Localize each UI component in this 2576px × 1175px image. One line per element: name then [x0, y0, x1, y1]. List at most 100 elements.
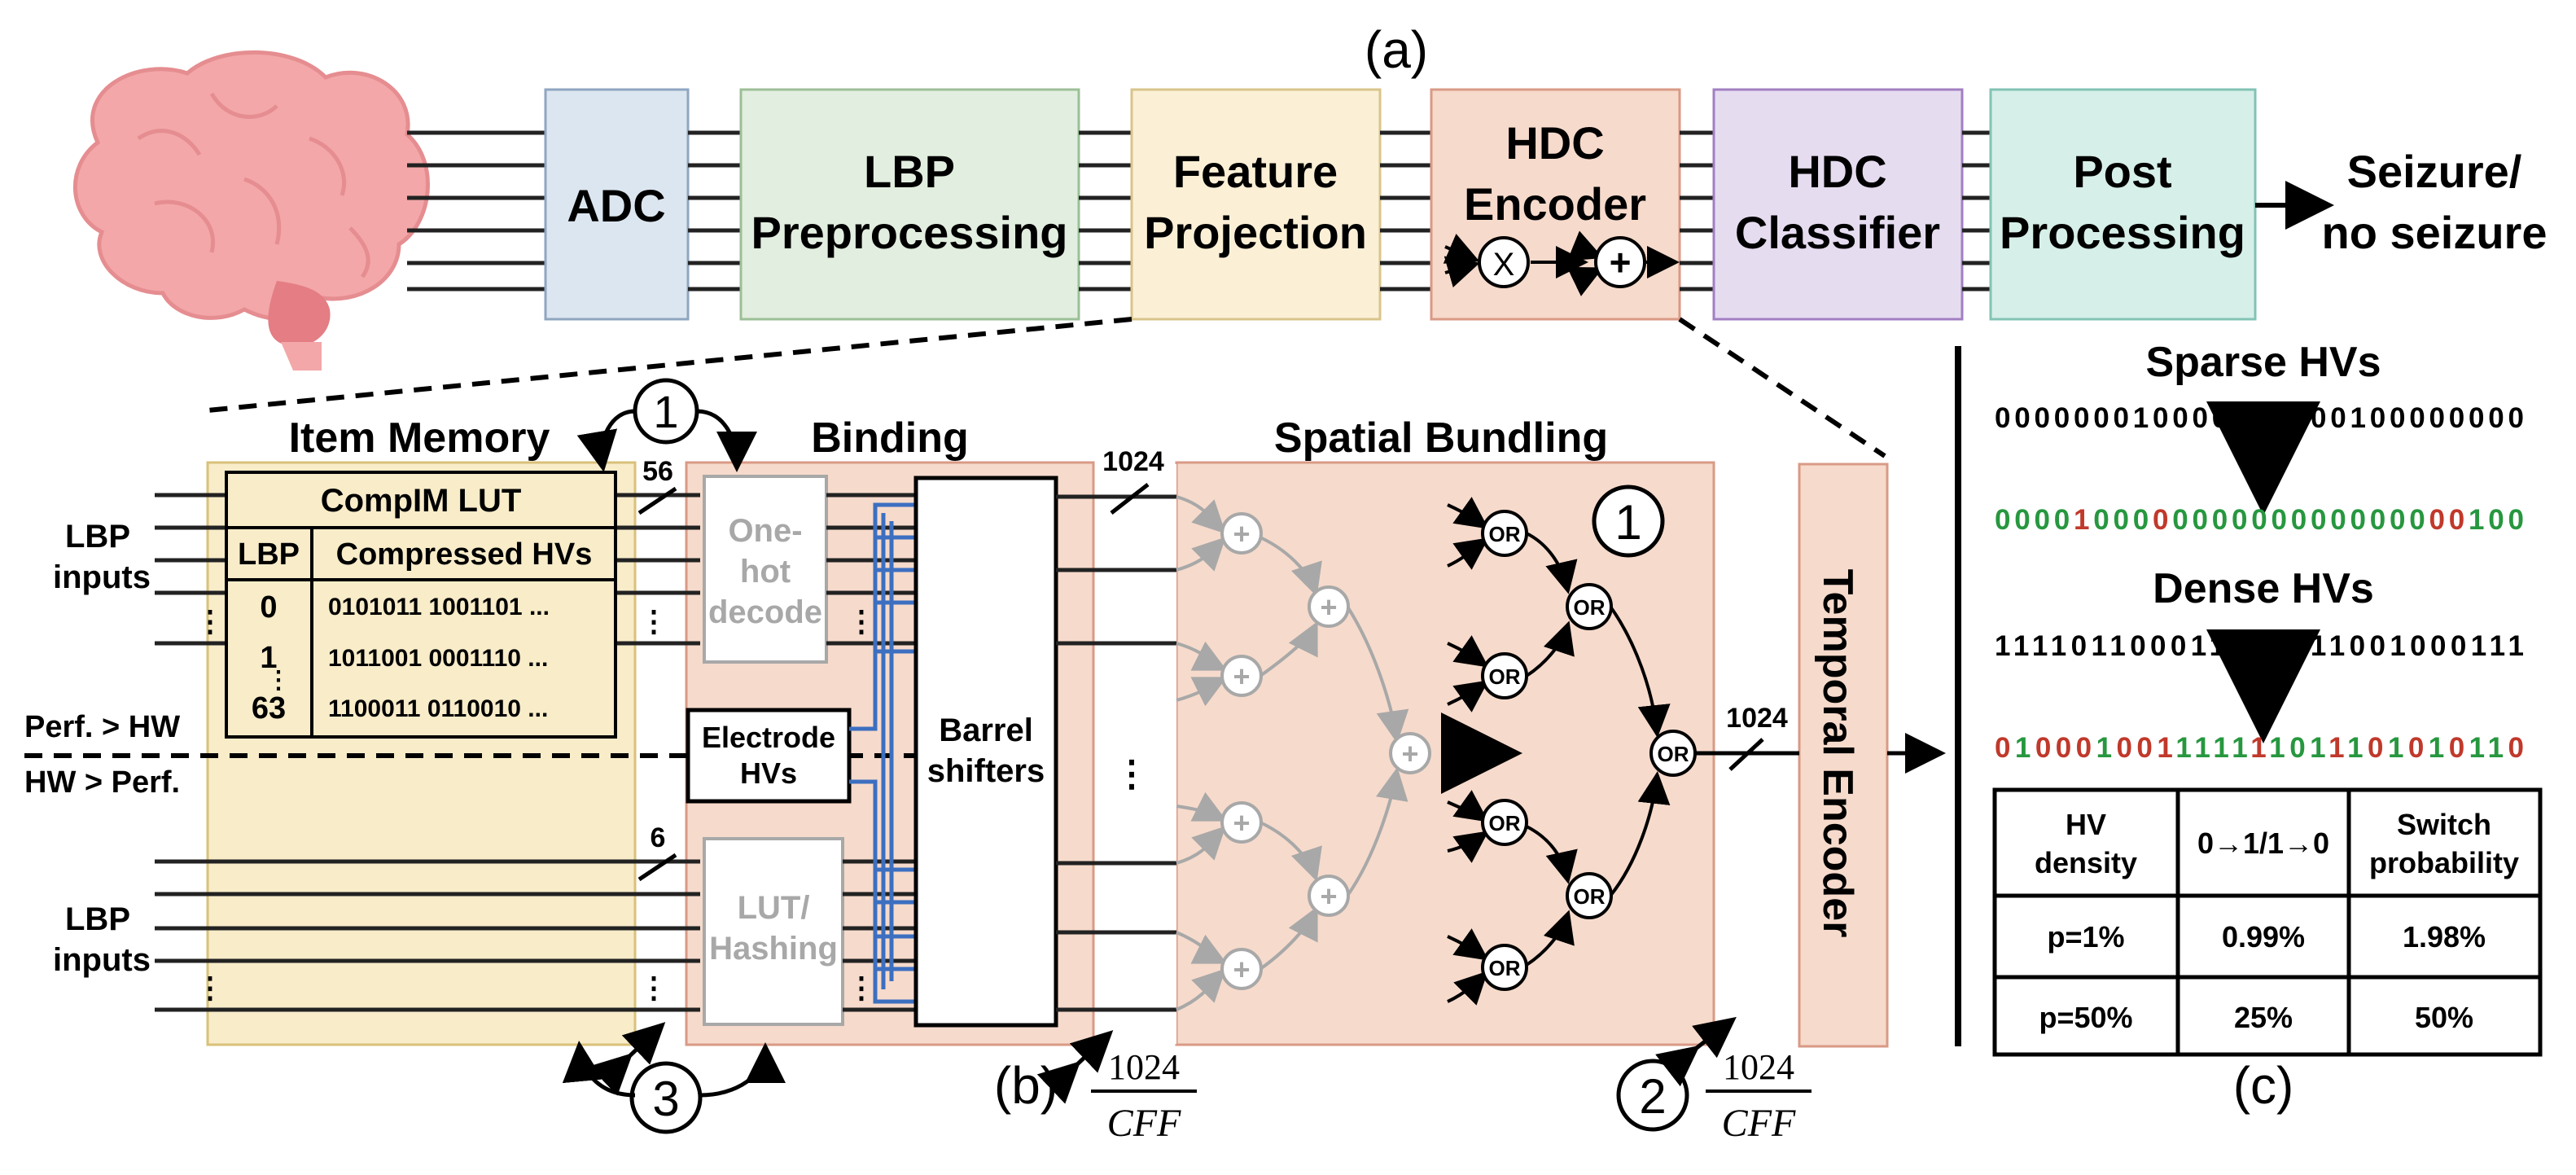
hv-bit: 1 [2469, 504, 2484, 536]
lbp-label-2: Preprocessing [751, 207, 1067, 258]
adder-plus: + [1233, 953, 1250, 986]
cff-num-right: 1024 [1723, 1047, 1794, 1087]
feature-label-2: Projection [1144, 207, 1367, 258]
electrode-label-1: Electrode [702, 721, 835, 754]
lut-row-hv-0: 0101011 1001101 ... [328, 594, 550, 620]
adder-node [1220, 512, 1263, 555]
lut-col-hv: Compressed HVs [336, 537, 593, 572]
hv-bit: 0 [2429, 504, 2445, 536]
or-label: OR [1574, 595, 1606, 620]
marker-1-or-label: 1 [1614, 495, 1641, 550]
hv-bit: 1 [2096, 732, 2112, 764]
electrode-hvs-block [686, 708, 852, 804]
feature-label-1: Feature [1173, 146, 1338, 197]
table-header-1a: HV [2066, 808, 2106, 841]
hv-bit: 1 [2269, 732, 2285, 764]
lbp-inputs-bottom-1: LBP [65, 901, 130, 937]
hv-bit: 0 [2251, 504, 2267, 536]
hv-bit: 0 [2409, 504, 2425, 536]
hv-bit: 1 [2175, 732, 2191, 764]
adder-plus: + [1320, 879, 1337, 913]
classifier-label-2: Classifier [1735, 207, 1940, 258]
table-cell: 50% [2415, 1001, 2473, 1034]
hv-bit: 0 [2370, 504, 2385, 536]
or-label: OR [1489, 522, 1521, 546]
switch-prob-table [1992, 787, 2543, 1057]
or-tree-wires [1447, 497, 1671, 1006]
spatial-bundling-title: Spatial Bundling [1274, 414, 1608, 462]
adc-label: ADC [567, 180, 665, 231]
marker-2 [1616, 1016, 1737, 1132]
hv-bit: 0 [2054, 504, 2070, 536]
or-node [1481, 652, 1528, 699]
sparse-hv-bits: 000000010000000000100000000 [1995, 402, 2524, 434]
hv-bit: 0 [2449, 504, 2464, 536]
marker-3 [562, 1022, 786, 1134]
adder-node [1308, 875, 1350, 917]
brain-icon [72, 50, 430, 370]
marker-1-top-label: 1 [653, 386, 678, 437]
adder-tree-grey [1176, 495, 1409, 1011]
or-node [1566, 872, 1613, 919]
hv-bit: 1 [2213, 732, 2228, 764]
bus-56-label: 56 [642, 456, 673, 487]
hv-bit: 0 [2311, 504, 2326, 536]
output-label-1: Seizure/ [2347, 146, 2522, 197]
hv-bit: 1 [2232, 732, 2247, 764]
adder-node [1220, 801, 1263, 844]
lut-row-ellipsis: ⋮ [266, 667, 291, 694]
bus-1024-bundle-label: 1024 [1726, 703, 1788, 734]
ellipsis-top-left: ⋮ [195, 604, 225, 638]
or-label: OR [1489, 811, 1521, 835]
hv-bit: 1 [2488, 732, 2504, 764]
post-label-1: Post [2073, 146, 2171, 197]
binding-title: Binding [811, 414, 969, 462]
hv-bit: 0 [2508, 732, 2524, 764]
hv-bit: 0 [2368, 732, 2383, 764]
bundling-input-ellipsis: ⋮ [1114, 754, 1150, 794]
lut-row-hv-1: 1011001 0001110 ... [328, 645, 548, 672]
hv-bit: 1 [2388, 732, 2403, 764]
sparse-hvs-title: Sparse HVs [2145, 339, 2381, 386]
hv-bit: 0 [2153, 504, 2168, 536]
hv-bit: 1 [2469, 732, 2485, 764]
or-label: OR [1489, 664, 1521, 689]
lut-hashing-block [703, 837, 844, 1026]
hv-bit: 0 [2212, 504, 2228, 536]
hv-bit: 1 [2015, 732, 2031, 764]
output-label-2: no seizure [2322, 207, 2548, 258]
hv-bit: 0 [2508, 504, 2524, 536]
classifier-label-1: HDC [1788, 146, 1886, 197]
hv-bit: 0 [2133, 504, 2149, 536]
panel-label-b: (b) [994, 1056, 1058, 1115]
zoom-line-right [1678, 317, 1886, 458]
hv-bit: 0 [2408, 732, 2424, 764]
ellipsis-top-right: ⋮ [639, 604, 668, 638]
adder-node [1308, 585, 1350, 628]
hv-bit: 0 [2289, 732, 2305, 764]
hv-bit: 0 [1995, 504, 2010, 536]
cff-num-left: 1024 [1108, 1047, 1180, 1087]
hv-bit: 0 [2136, 732, 2152, 764]
perf-gt-hw-label: Perf. > HW [24, 710, 180, 744]
bus-1024-tick-bundle [1728, 738, 1764, 771]
barrel-label-1: Barrel [939, 712, 1033, 748]
marker-2-label: 2 [1639, 1069, 1666, 1124]
hv-bit: 0 [2116, 732, 2131, 764]
bus-56-tick [637, 486, 677, 515]
ellipsis-bind-bottom: ⋮ [847, 971, 876, 1004]
bind-op-symbol: X [1493, 247, 1515, 283]
lut-row-lbp-0: 0 [260, 590, 277, 625]
brain-adc-wires [407, 130, 545, 292]
electrode-blue-wires [849, 502, 916, 1004]
table-header-1b: density [2035, 846, 2137, 879]
dense-hvs-title: Dense HVs [2153, 565, 2374, 612]
hv-bit: 0 [2390, 504, 2405, 536]
or-label: OR [1574, 884, 1606, 909]
table-cell: 1.98% [2403, 920, 2486, 954]
lut-row-lbp-1: 1 [260, 641, 277, 675]
hv-bit: 0 [2193, 504, 2208, 536]
adder-plus: + [1320, 590, 1337, 624]
hv-bit: 0 [2114, 504, 2129, 536]
